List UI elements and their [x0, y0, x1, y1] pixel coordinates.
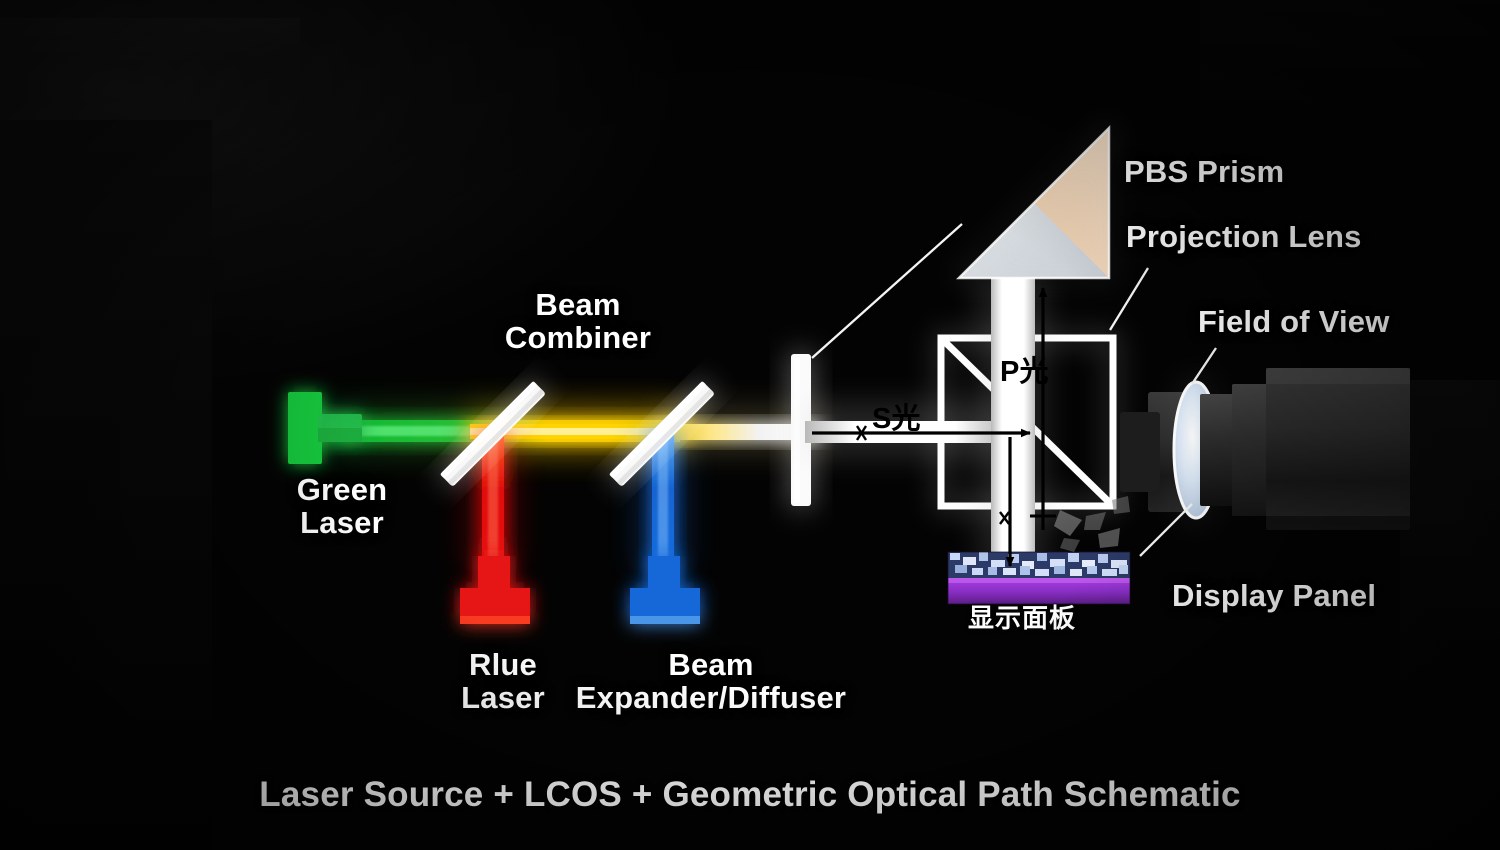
label-blue-laser: Rlue Laser: [461, 647, 545, 716]
background-band-top: [0, 18, 300, 64]
label-p-polarization: P光: [1000, 356, 1049, 388]
label-pbs-prism: PBS Prism: [1124, 154, 1285, 189]
label-projection-lens: Projection Lens: [1126, 219, 1362, 254]
background-panel-right: [1400, 380, 1500, 710]
label-display-panel: Display Panel: [1172, 578, 1377, 613]
background-panel-left: [0, 120, 212, 850]
background-band-right: [1200, 0, 1500, 120]
label-field-of-view: Field of View: [1198, 304, 1390, 339]
label-beam-expander: Beam Expander/Diffuser: [575, 647, 847, 716]
label-green-laser: Green Laser: [296, 472, 388, 541]
label-beam-combiner: Beam Combiner: [504, 287, 652, 356]
label-display-panel-chinese: 显示面板: [968, 603, 1077, 633]
label-s-polarization: S光: [872, 403, 921, 435]
figure-title: Laser Source + LCOS + Geometric Optical …: [259, 775, 1241, 814]
